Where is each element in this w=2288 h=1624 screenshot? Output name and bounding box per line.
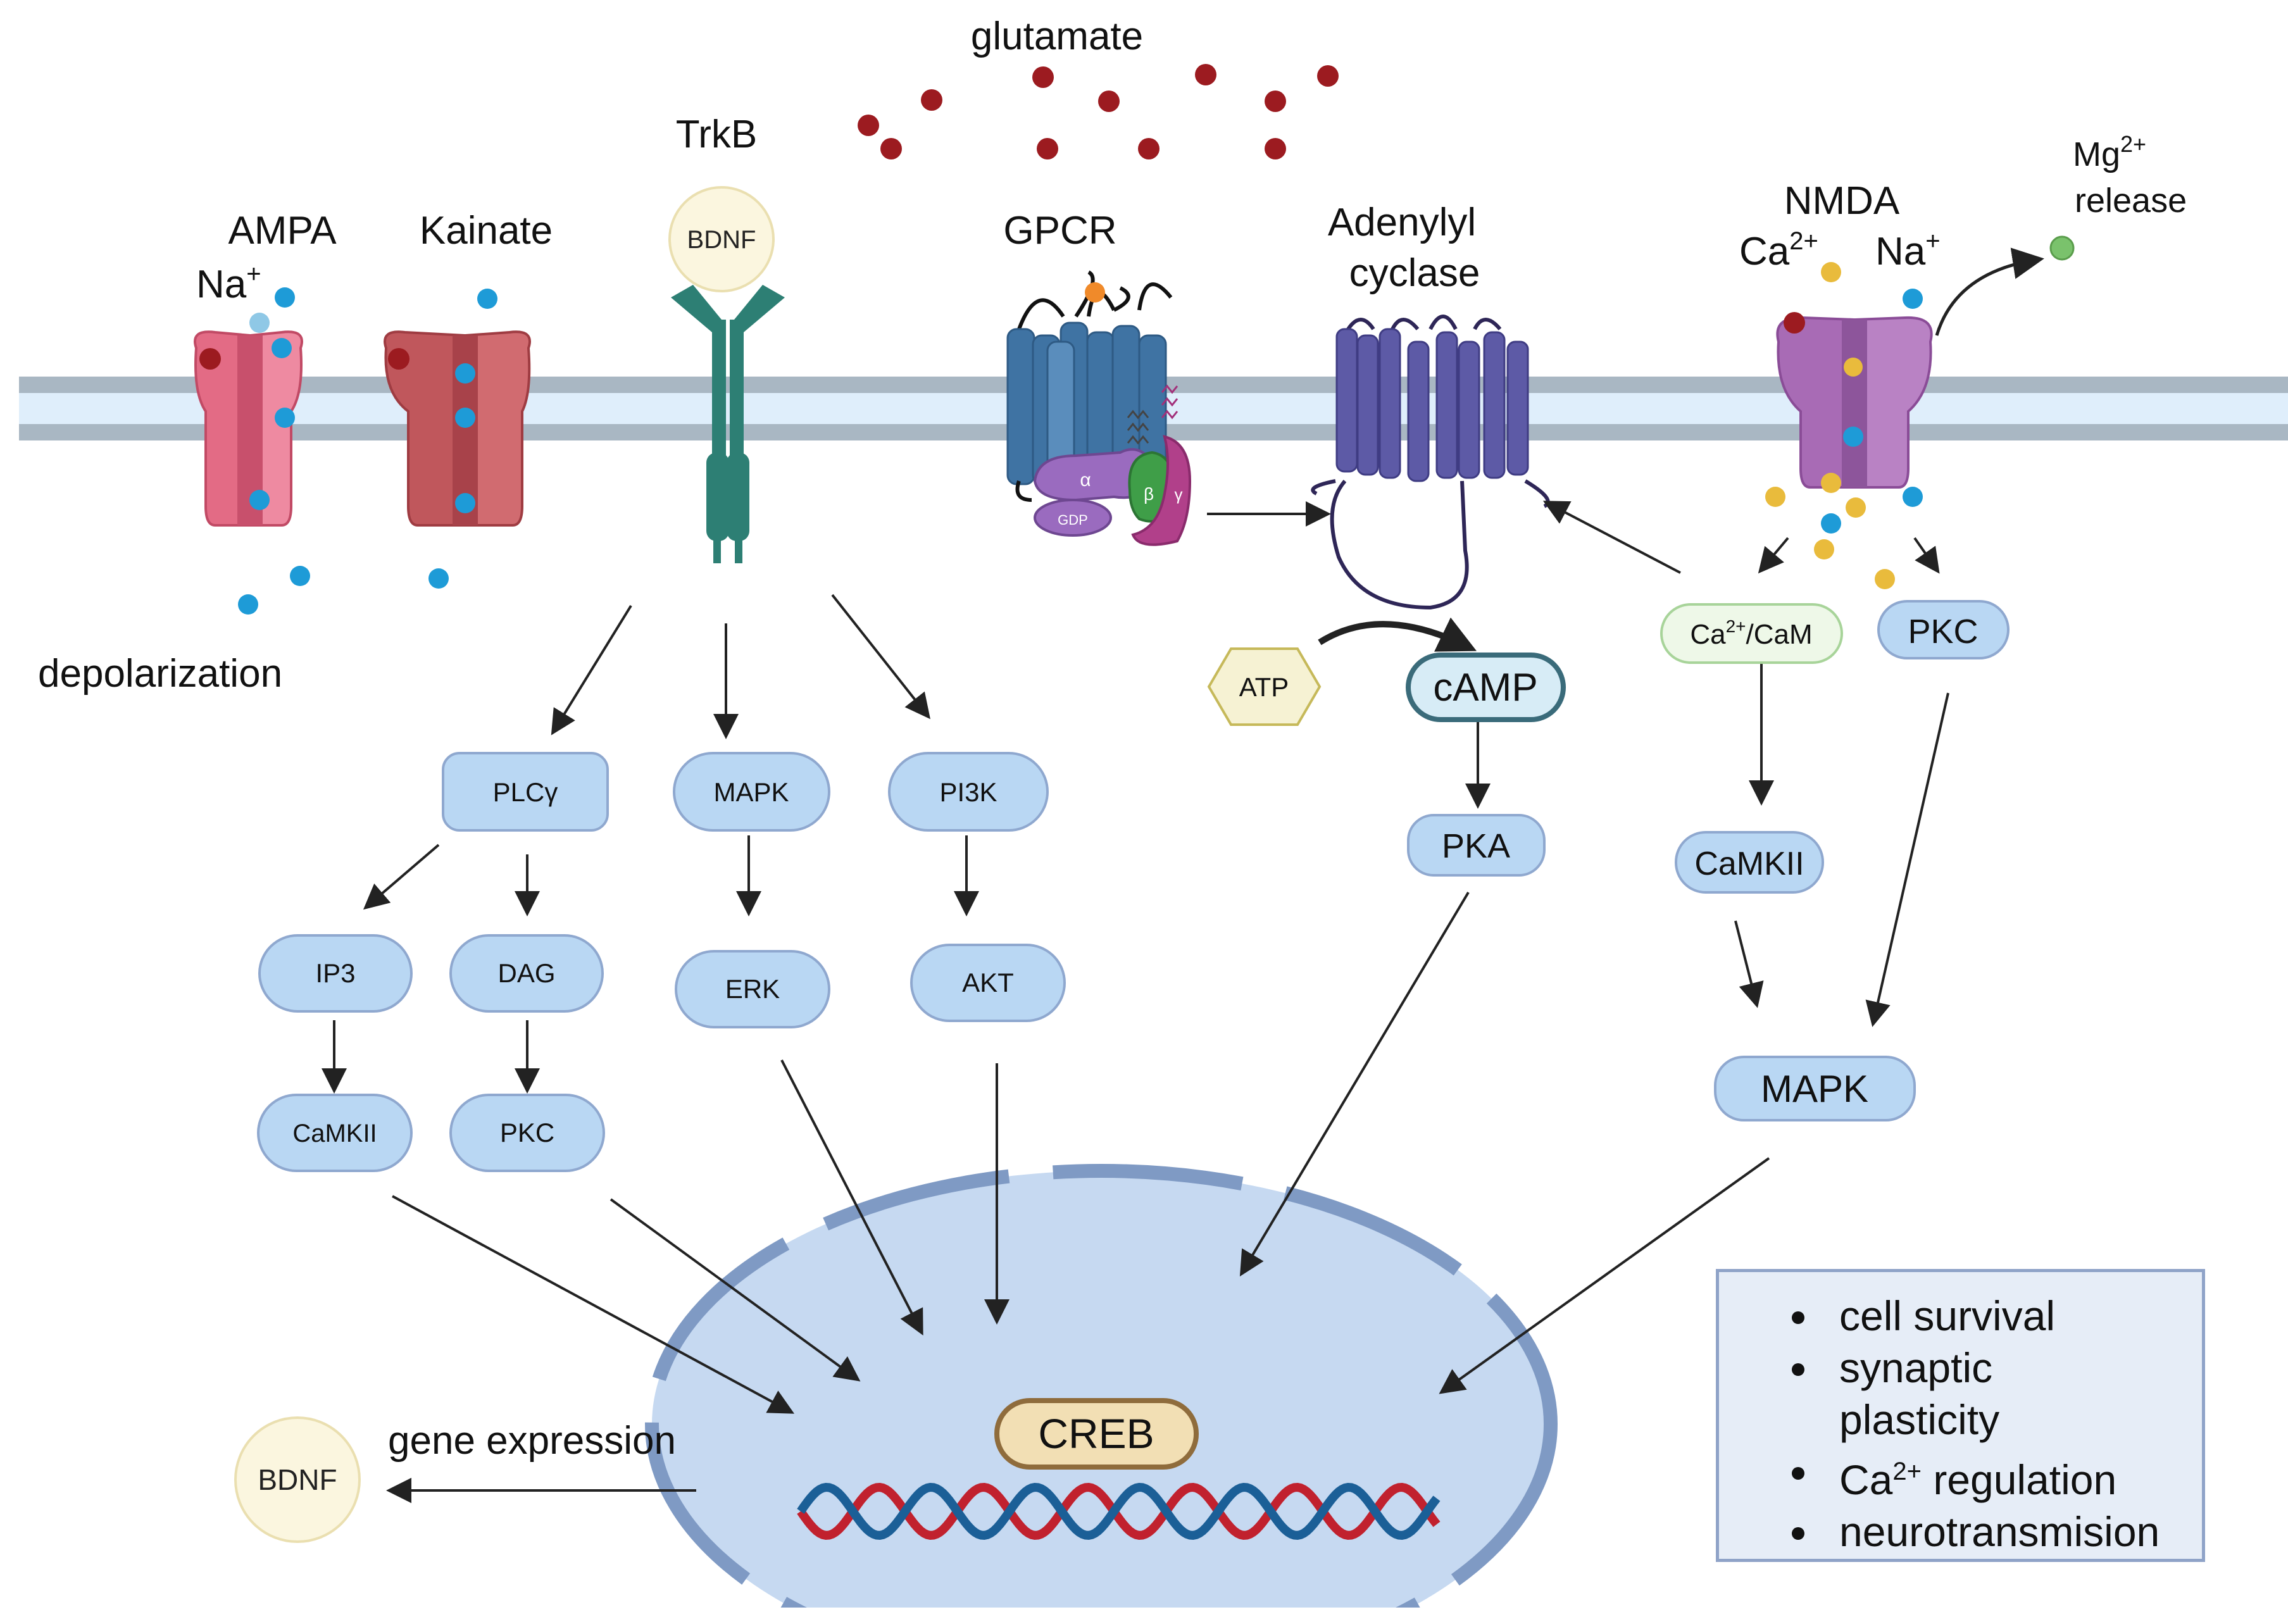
mg-label: Mg2+ xyxy=(2073,131,2146,173)
outcome-cell-survival: cell survival xyxy=(1792,1290,2202,1342)
node-camp: cAMP xyxy=(1406,653,1566,722)
pkc-left-label: PKC xyxy=(500,1118,554,1147)
pathway-arrows xyxy=(322,501,1949,1503)
adenylyl-label-line2: cyclase xyxy=(1349,251,1480,295)
gpcr-receptor: α GDP β γ xyxy=(1006,270,1192,546)
mapk-right-label: MAPK xyxy=(1761,1068,1868,1110)
bdnf-product: BDNF xyxy=(234,1416,361,1543)
node-erk: ERK xyxy=(675,950,830,1028)
g-gamma-label: γ xyxy=(1175,485,1183,504)
node-pkc-right: PKC xyxy=(1877,600,2010,659)
node-pkc-left: PKC xyxy=(449,1094,605,1172)
ampa-receptor xyxy=(194,330,303,527)
atp-label: ATP xyxy=(1239,672,1289,702)
ampa-label: AMPA xyxy=(228,209,337,253)
outcome-calcium-regulation: Ca2+ regulation xyxy=(1792,1446,2202,1506)
glutamate-label: glutamate xyxy=(971,15,1143,58)
nmda-sodium-label: Na+ xyxy=(1875,227,1941,273)
node-creb: CREB xyxy=(994,1398,1199,1470)
camkii-right-label: CaMKII xyxy=(1694,846,1804,882)
gene-expression-label: gene expression xyxy=(388,1419,676,1463)
atp-to-camp-arrow xyxy=(1318,617,1477,652)
akt-label: AKT xyxy=(962,968,1014,997)
glutamate-molecules xyxy=(858,64,1339,159)
ca-cam-label: Ca2+/CaM xyxy=(1690,616,1812,650)
pi3k-label: PI3K xyxy=(939,777,997,807)
g-beta-label: β xyxy=(1144,484,1154,504)
bdnf-receptor-label: BDNF xyxy=(687,226,756,254)
nmda-label: NMDA xyxy=(1784,179,1900,223)
creb-label: CREB xyxy=(1038,1410,1154,1457)
node-camkii-left: CaMKII xyxy=(257,1094,413,1172)
trkb-receptor xyxy=(671,285,785,563)
pka-label: PKA xyxy=(1442,827,1510,865)
node-pka: PKA xyxy=(1407,814,1546,877)
node-ca-cam: Ca2+/CaM xyxy=(1660,603,1843,664)
dag-label: DAG xyxy=(497,958,555,988)
mg-release-arrow xyxy=(1935,247,2044,336)
adenylyl-cyclase xyxy=(1311,315,1550,610)
node-akt: AKT xyxy=(910,944,1066,1022)
plcg-label: PLCγ xyxy=(493,777,558,807)
node-camkii-right: CaMKII xyxy=(1675,831,1824,894)
depolarization-label: depolarization xyxy=(38,652,282,696)
dna-helix xyxy=(797,1482,1441,1540)
trkb-label: TrkB xyxy=(676,113,758,156)
outcome-neurotransmission: neurotransmision xyxy=(1792,1506,2202,1558)
ip3-label: IP3 xyxy=(315,958,355,988)
camkii-left-label: CaMKII xyxy=(292,1120,377,1147)
nmda-ions xyxy=(1765,235,2075,589)
kainate-label: Kainate xyxy=(420,209,553,253)
adenylyl-label-line1: Adenylyl xyxy=(1328,201,1476,244)
gdp-label: GDP xyxy=(1058,512,1088,528)
release-label: release xyxy=(2075,182,2187,220)
node-plcg: PLCγ xyxy=(442,752,609,832)
node-ip3: IP3 xyxy=(258,934,413,1013)
node-dag: DAG xyxy=(449,934,604,1013)
pkc-right-label: PKC xyxy=(1908,613,1978,651)
g-alpha-label: α xyxy=(1080,470,1091,490)
nmda-calcium-label: Ca2+ xyxy=(1739,227,1818,273)
node-mapk-right: MAPK xyxy=(1714,1056,1916,1121)
gpcr-label: GPCR xyxy=(1003,209,1116,253)
node-pi3k: PI3K xyxy=(888,752,1049,832)
bdnf-product-label: BDNF xyxy=(258,1463,337,1496)
bdnf-ligand: BDNF xyxy=(668,186,775,292)
ampa-sodium-label: Na+ xyxy=(196,260,261,306)
camp-label: cAMP xyxy=(1433,666,1537,709)
erk-label: ERK xyxy=(725,974,780,1004)
nmda-receptor xyxy=(1776,312,1933,489)
mapk-trkb-label: MAPK xyxy=(713,777,789,807)
sodium-ions xyxy=(238,287,497,615)
node-atp: ATP xyxy=(1207,647,1322,726)
node-mapk-trkb: MAPK xyxy=(673,752,830,832)
kainate-receptor xyxy=(384,330,531,527)
